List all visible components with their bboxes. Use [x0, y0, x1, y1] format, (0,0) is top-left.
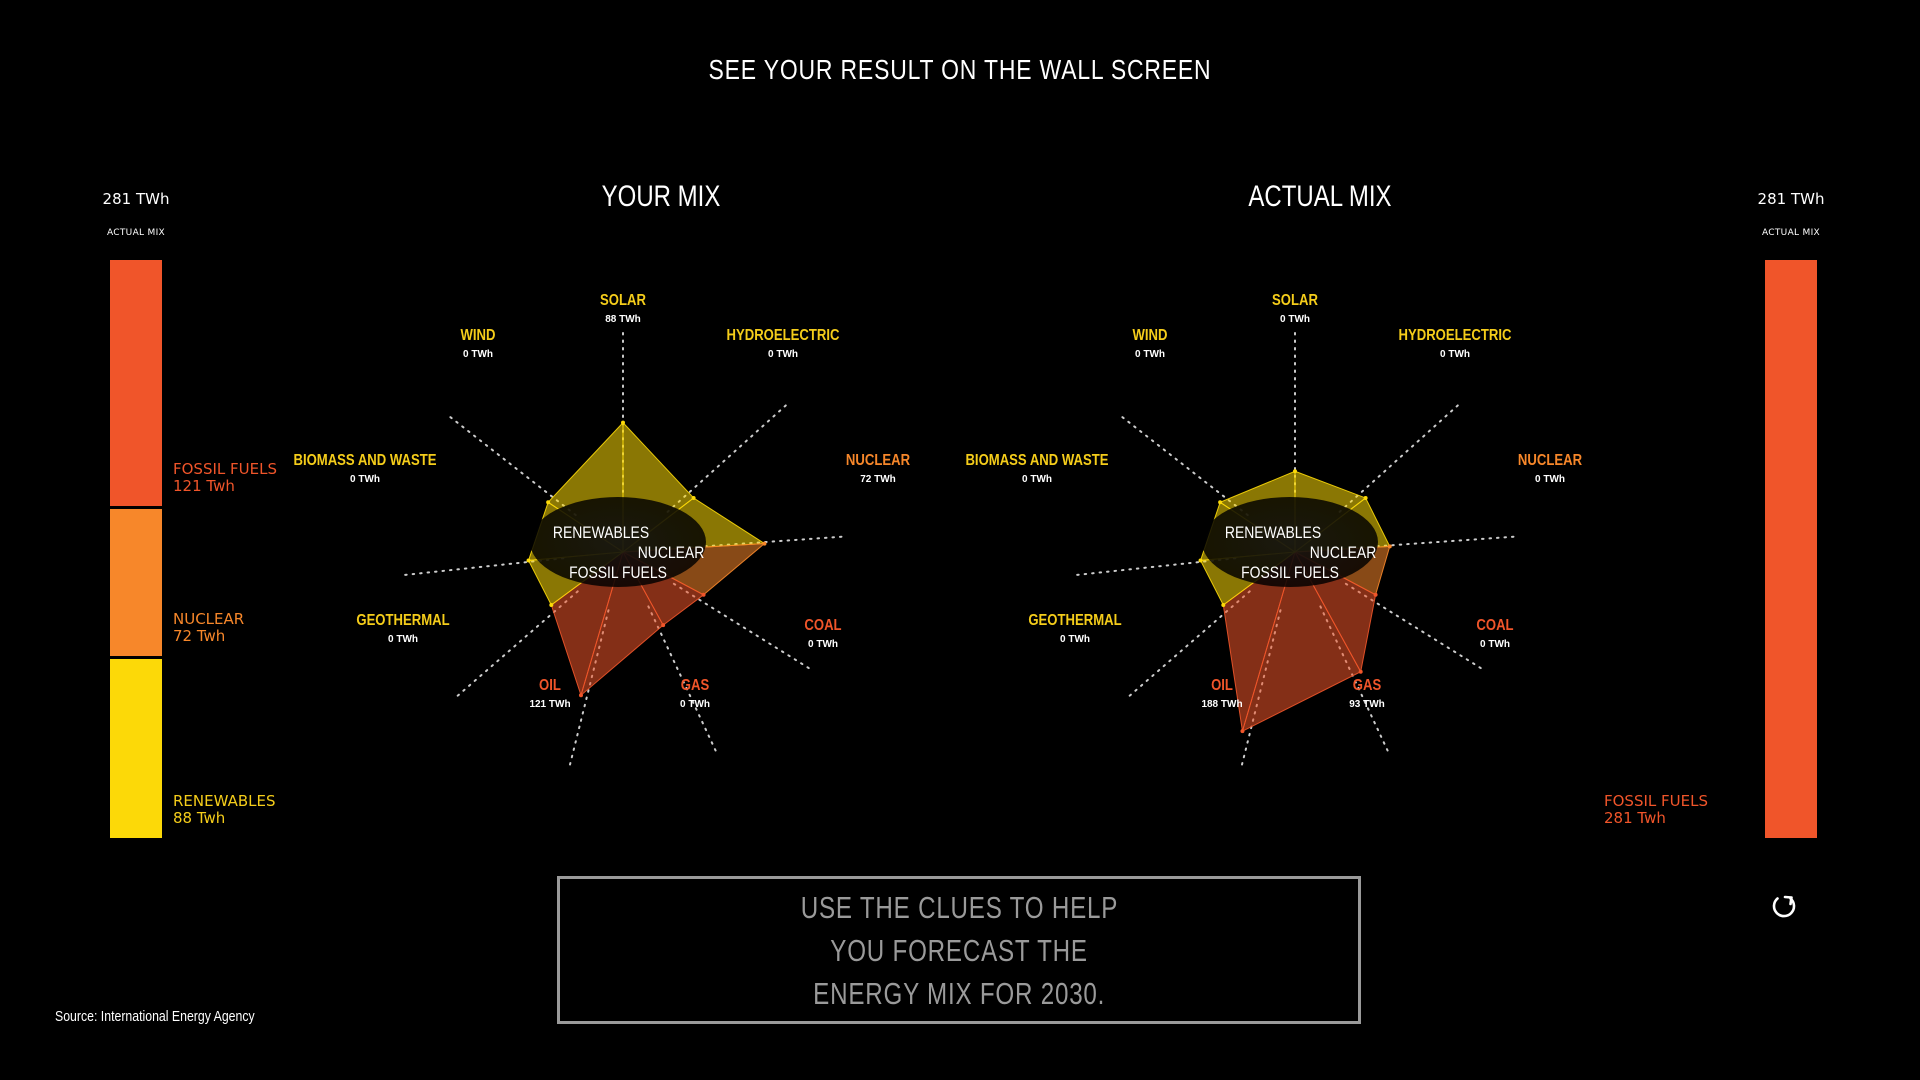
right-bar-total: 281 TWh	[1757, 190, 1825, 208]
radar-axis-value: 0 TWh	[350, 474, 380, 485]
radar-axis-value: 121 TWh	[529, 699, 570, 710]
radar-center-label: NUCLEAR	[638, 544, 705, 563]
left-bar-subtitle: ACTUAL MIX	[107, 228, 165, 238]
radar-center-label: RENEWABLES	[553, 524, 649, 543]
radar-point	[621, 420, 625, 425]
radar-point	[1240, 729, 1245, 734]
radar-axis-value: 0 TWh	[1535, 474, 1565, 485]
radar-point	[546, 500, 551, 505]
radar-center-label: FOSSIL FUELS	[1241, 564, 1339, 583]
radar-axis-value: 0 TWh	[388, 634, 418, 645]
radar-point	[1293, 469, 1297, 474]
radar-point	[578, 693, 583, 698]
radar-axis-value: 0 TWh	[768, 349, 798, 360]
radar-point	[1387, 544, 1392, 549]
actual-mix-title: ACTUAL MIX	[1248, 180, 1392, 213]
radar-axis-value: 188 TWh	[1201, 699, 1242, 710]
radar-axis-name: OIL	[1211, 677, 1233, 694]
segment-name: FOSSIL FUELS	[173, 460, 277, 479]
segment-value: 72 Twh	[173, 626, 226, 645]
radar-axis-name: OIL	[539, 677, 561, 694]
radar-axis-name: NUCLEAR	[846, 452, 911, 469]
radar-center-label: RENEWABLES	[1225, 524, 1321, 543]
radar-axis-name: COAL	[1476, 617, 1513, 634]
radar-point	[691, 495, 696, 500]
radar-axis-name: GEOTHERMAL	[1028, 612, 1121, 629]
prompt-line: USE THE CLUES TO HELP	[800, 889, 1118, 925]
radar-axis-name: SOLAR	[600, 292, 646, 309]
radar-point	[1373, 592, 1378, 597]
radar-axis-name: GEOTHERMAL	[356, 612, 449, 629]
source-note: Source: International Energy Agency	[55, 1008, 255, 1025]
radar-axis-value: 93 TWh	[1349, 699, 1385, 710]
radar-axis-name: BIOMASS AND WASTE	[293, 452, 436, 469]
radar-axis-name: GAS	[681, 677, 710, 694]
radar-axis-name: HYDROELECTRIC	[727, 327, 840, 344]
right-bar-subtitle: ACTUAL MIX	[1762, 228, 1820, 238]
left-stacked-bar	[110, 260, 162, 838]
radar-axis-value: 0 TWh	[808, 639, 838, 650]
radar-axis-name: NUCLEAR	[1518, 452, 1583, 469]
radar-axis-value: 88 TWh	[605, 314, 641, 325]
segment-value: 121 Twh	[173, 477, 235, 496]
page-title: SEE YOUR RESULT ON THE WALL SCREEN	[708, 54, 1212, 85]
radar-axis-value: 0 TWh	[1022, 474, 1052, 485]
radar-axis-name: WIND	[461, 327, 496, 344]
segment-name: FOSSIL FUELS	[1604, 792, 1708, 810]
radar-axis-name: GAS	[1353, 677, 1382, 694]
radar-axis-value: 0 TWh	[463, 349, 493, 360]
radar-axis-value: 72 TWh	[860, 474, 896, 485]
reset-icon	[1772, 895, 1796, 918]
radar-center-label: NUCLEAR	[1310, 544, 1377, 563]
radar-axis-name: HYDROELECTRIC	[1399, 327, 1512, 344]
left-bar-segment	[110, 509, 162, 656]
radar-center-label: FOSSIL FUELS	[569, 564, 667, 583]
segment-value: 281 Twh	[1604, 809, 1666, 827]
radar-axis-value: 0 TWh	[1060, 634, 1090, 645]
left-bar-segment	[110, 260, 162, 507]
radar-axis-value: 0 TWh	[1280, 314, 1310, 325]
your-mix-title: YOUR MIX	[601, 180, 721, 213]
radar-axis-name: SOLAR	[1272, 292, 1318, 309]
radar-point	[549, 602, 554, 607]
radar-axis-value: 0 TWh	[1440, 349, 1470, 360]
segment-name: RENEWABLES	[173, 792, 276, 810]
radar-point	[1198, 558, 1203, 563]
radar-axis-value: 0 TWh	[1135, 349, 1165, 360]
radar-point	[661, 623, 666, 628]
radar-core	[530, 497, 706, 587]
radar-point	[526, 558, 531, 563]
radar-axis-value: 0 TWh	[1480, 639, 1510, 650]
prompt-line: ENERGY MIX FOR 2030.	[813, 975, 1105, 1011]
radar-point	[1363, 495, 1368, 500]
left-bar-total: 281 TWh	[102, 190, 170, 208]
radar-axis-name: COAL	[804, 617, 841, 634]
right-bar-segment	[1765, 260, 1817, 838]
radar-axis-value: 0 TWh	[680, 699, 710, 710]
radar-point	[1358, 669, 1363, 674]
radar-point	[762, 541, 767, 546]
radar-point	[1221, 602, 1226, 607]
radar-axis-name: BIOMASS AND WASTE	[965, 452, 1108, 469]
radar-point	[1218, 500, 1223, 505]
clue-prompt-box: USE THE CLUES TO HELP YOU FORECAST THE E…	[557, 876, 1361, 1024]
left-bar-segment	[110, 658, 162, 838]
segment-value: 88 Twh	[173, 809, 226, 827]
right-stacked-bar	[1765, 260, 1817, 838]
segment-name: NUCLEAR	[173, 609, 245, 628]
reset-button[interactable]	[1766, 888, 1802, 924]
radar-axis-name: WIND	[1133, 327, 1168, 344]
radar-point	[701, 592, 706, 597]
prompt-line: YOU FORECAST THE	[830, 932, 1088, 968]
radar-core	[1202, 497, 1378, 587]
